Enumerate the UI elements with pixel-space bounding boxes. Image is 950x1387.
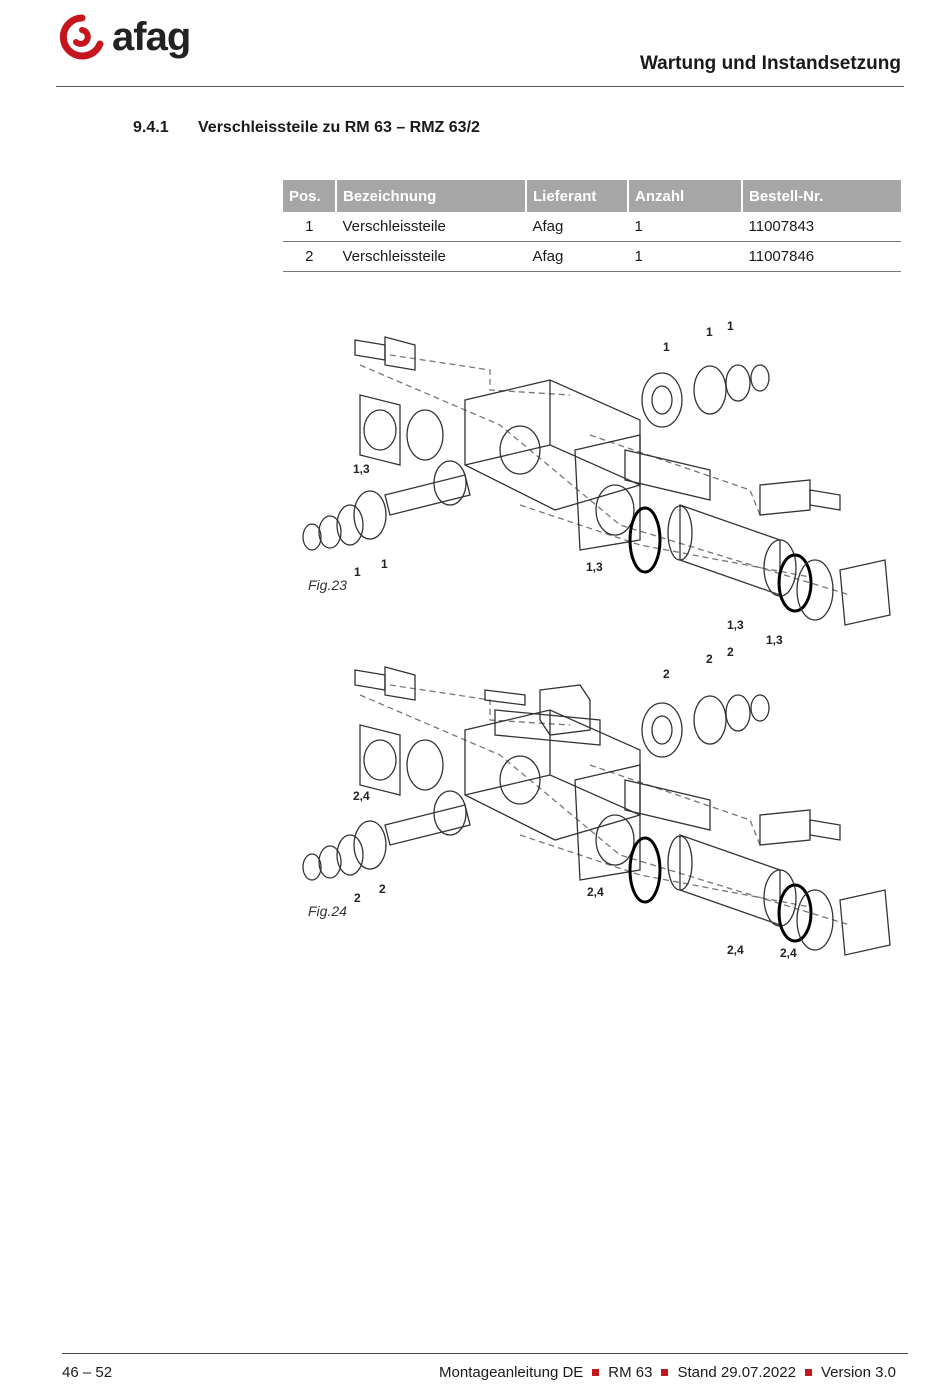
part-callout: 2,4	[727, 943, 744, 957]
footer-doc-title: Montageanleitung DE	[439, 1364, 584, 1381]
footer-version: Version 3.0	[820, 1364, 896, 1381]
figure-label: Fig.24	[308, 903, 347, 919]
section-heading: 9.4.1 Verschleissteile zu RM 63 – RMZ 63…	[133, 119, 480, 137]
part-callout: 1	[663, 340, 670, 354]
section-title: Verschleissteile zu RM 63 – RMZ 63/2	[198, 119, 480, 136]
column-header: Pos.	[283, 180, 337, 212]
table-cell: Verschleissteile	[336, 241, 527, 272]
exploded-view-drawing	[302, 336, 891, 626]
table-row: 2 Verschleissteile Afag 1 11007846	[283, 241, 901, 272]
part-callout: 2,4	[353, 789, 370, 803]
table-row: 1 Verschleissteile Afag 1 11007843	[283, 212, 901, 242]
part-callout: 1,3	[766, 633, 783, 647]
afag-logo-mark-icon	[59, 14, 104, 60]
part-callout: 1	[354, 565, 361, 579]
wear-parts-table: Pos. Bezeichnung Lieferant Anzahl Bestel…	[283, 180, 901, 272]
part-callout: 2	[379, 882, 386, 896]
part-callout: 2	[706, 652, 713, 666]
exploded-view-figure: Fig.24 2 2 2 2,4 2 2 2,4 2,4 2,4	[290, 645, 900, 965]
table-header-row: Pos. Bezeichnung Lieferant Anzahl Bestel…	[283, 180, 901, 212]
part-callout: 2,4	[780, 946, 797, 960]
column-header: Anzahl	[628, 180, 743, 212]
exploded-view-figure: Fig.23 1 1 1 1,3 1 1 1,3 1,3 1,3	[290, 315, 900, 647]
separator-square-icon	[592, 1369, 600, 1376]
part-callout: 2,4	[587, 885, 604, 899]
footer-info: Montageanleitung DE RM 63 Stand 29.07.20…	[439, 1364, 896, 1381]
header-divider	[56, 86, 904, 87]
figure-label: Fig.23	[308, 577, 347, 593]
part-callout: 2	[727, 645, 734, 659]
logo-text: afag	[112, 15, 191, 59]
footer-divider	[62, 1353, 908, 1354]
afag-logo: afag	[56, 12, 216, 62]
page-number: 46 – 52	[62, 1364, 113, 1381]
part-callout: 1,3	[353, 462, 370, 476]
footer-product: RM 63	[608, 1364, 653, 1381]
table-cell: 11007846	[742, 241, 901, 272]
table-cell: Afag	[526, 212, 629, 242]
table-cell: Verschleissteile	[336, 212, 527, 242]
column-header: Lieferant	[526, 180, 629, 212]
part-callout: 1,3	[727, 618, 744, 632]
column-header: Bestell-Nr.	[742, 180, 901, 212]
exploded-view-drawing	[302, 666, 891, 956]
table-cell: 1	[628, 212, 743, 242]
part-callout: 2	[663, 667, 670, 681]
table-cell: 1	[628, 241, 743, 272]
part-callout: 2	[354, 891, 361, 905]
part-callout: 1	[706, 325, 713, 339]
part-callout: 1,3	[586, 560, 603, 574]
chapter-title: Wartung und Instandsetzung	[639, 53, 901, 74]
table-cell: Afag	[526, 241, 629, 272]
section-number: 9.4.1	[133, 119, 169, 136]
column-header: Bezeichnung	[336, 180, 527, 212]
part-callout: 1	[381, 557, 388, 571]
footer-date: Stand 29.07.2022	[677, 1364, 796, 1381]
table-cell: 1	[283, 212, 337, 242]
table-cell: 11007843	[742, 212, 901, 242]
separator-square-icon	[804, 1369, 812, 1376]
part-callout: 1	[727, 319, 734, 333]
separator-square-icon	[661, 1369, 669, 1376]
table-cell: 2	[283, 241, 337, 272]
